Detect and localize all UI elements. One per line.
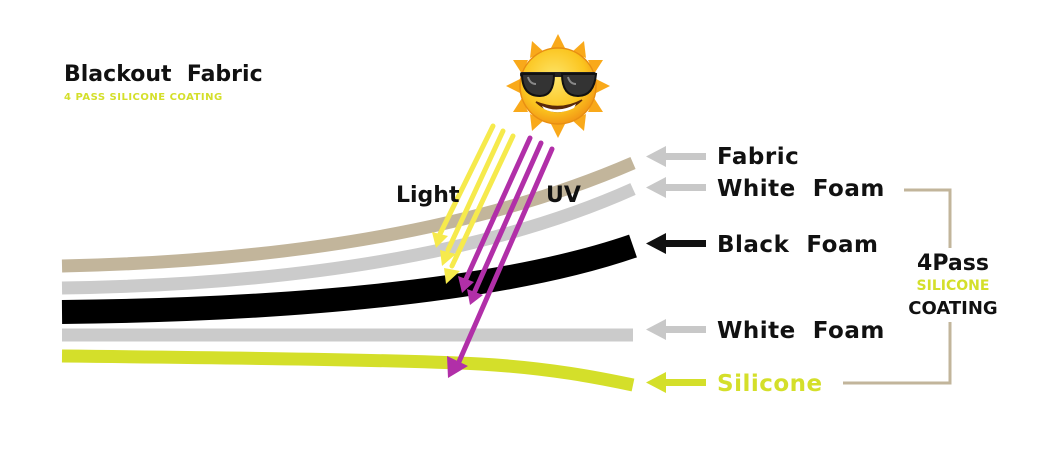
white-foam-bottom-label: White Foam [717,318,885,344]
uv-ray-arrowheads [447,276,483,378]
light-ray-label: Light [396,183,460,208]
layer-bands [61,157,637,392]
white-foam-top-label: White Foam [717,176,885,202]
fabric-label: Fabric [717,144,799,170]
diagram-subtitle: 4 PASS SILICONE COATING [64,92,223,103]
coating-word-label: COATING [908,298,997,319]
white-foam-top-layer [61,183,636,295]
white-foam-top-pointer-arrow [646,177,706,198]
silicone-layer [61,349,635,392]
fabric-layer [61,157,636,273]
diagram-title: Blackout Fabric [64,62,263,87]
uv-ray-label: UV [546,183,581,208]
silicone-label: Silicone [717,371,823,397]
black-foam-pointer-arrow [646,233,706,254]
uv-rays [455,135,555,367]
black-foam-layer [61,234,637,324]
coating-type-label: SILICONE [917,278,990,294]
sun-with-sunglasses-icon [506,34,610,138]
coating-bracket [843,188,952,385]
white-foam-bottom-pointer-arrow [646,319,706,340]
black-foam-label: Black Foam [717,232,878,258]
silicone-pointer-arrow [646,372,706,393]
light-rays [437,123,516,269]
light-ray-arrowheads [432,232,460,284]
fabric-pointer-arrow [646,146,706,167]
coating-pass-count: 4Pass [917,251,989,276]
label-arrows [646,146,706,393]
